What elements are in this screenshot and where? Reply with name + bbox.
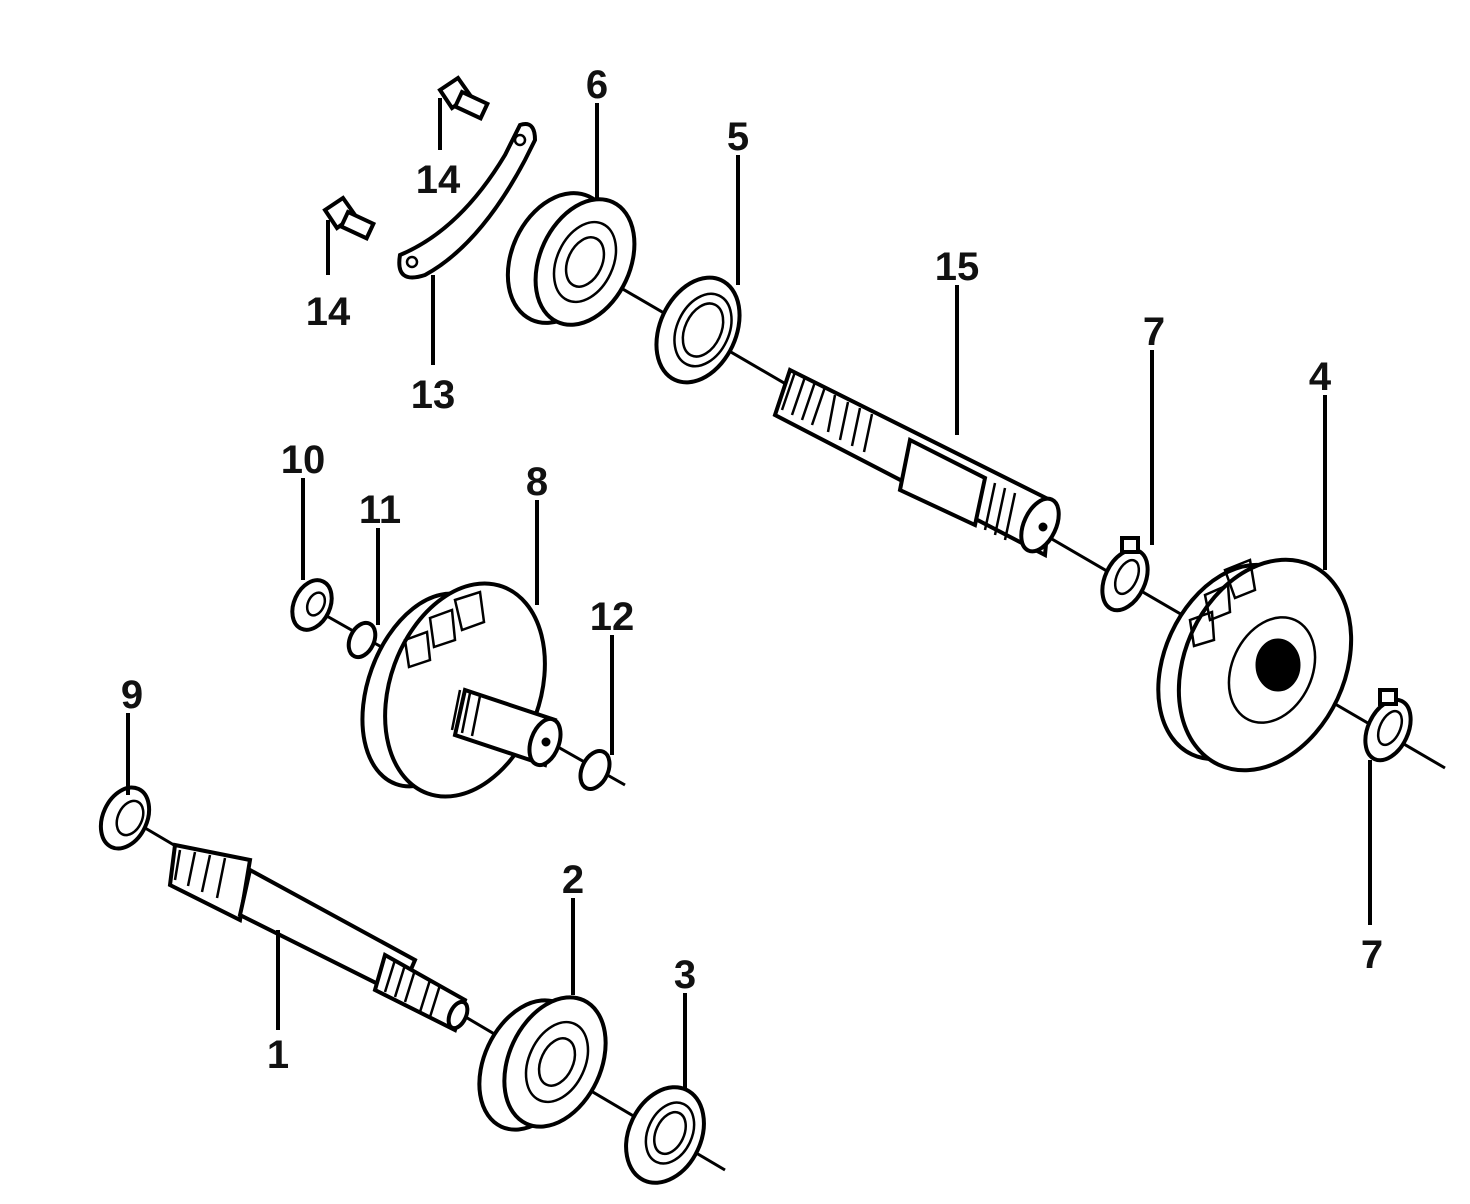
leader-lines <box>126 98 1372 1090</box>
callout-4: 4 <box>1309 355 1332 399</box>
bearing-2 <box>477 995 608 1132</box>
washer-11 <box>346 620 378 660</box>
gear-4 <box>1156 557 1354 773</box>
washer-12 <box>578 749 612 791</box>
callout-5: 5 <box>727 115 749 159</box>
oil-seal-5 <box>654 275 742 385</box>
callout-15: 15 <box>935 245 980 289</box>
bolt-14-lower <box>322 195 377 241</box>
bolt-14-upper <box>437 75 491 121</box>
callout-8: 8 <box>526 460 548 504</box>
callout-1: 1 <box>267 1033 289 1077</box>
bearing-6 <box>505 191 637 327</box>
shaft-1 <box>167 842 470 1033</box>
callout-14-lower: 14 <box>306 290 351 334</box>
callout-3: 3 <box>674 953 696 997</box>
callout-10: 10 <box>281 438 326 482</box>
callout-12: 12 <box>590 595 635 639</box>
callout-2: 2 <box>562 858 584 902</box>
callout-14-upper: 14 <box>416 158 461 202</box>
callout-7-lower: 7 <box>1361 933 1383 977</box>
circlip-7-upper <box>1100 536 1150 613</box>
oil-seal-3 <box>624 1085 706 1185</box>
bearing-9 <box>98 785 152 851</box>
circlip-7-lower <box>1363 688 1413 763</box>
callout-9: 9 <box>121 673 143 717</box>
callout-11: 11 <box>359 488 401 532</box>
main-shaft-15 <box>772 367 1061 559</box>
nut-10 <box>290 578 334 632</box>
callout-7-upper: 7 <box>1143 310 1165 354</box>
retaining-plate-13 <box>397 122 538 280</box>
callout-13: 13 <box>411 373 456 417</box>
callout-6: 6 <box>586 63 608 107</box>
gear-8 <box>360 581 563 799</box>
